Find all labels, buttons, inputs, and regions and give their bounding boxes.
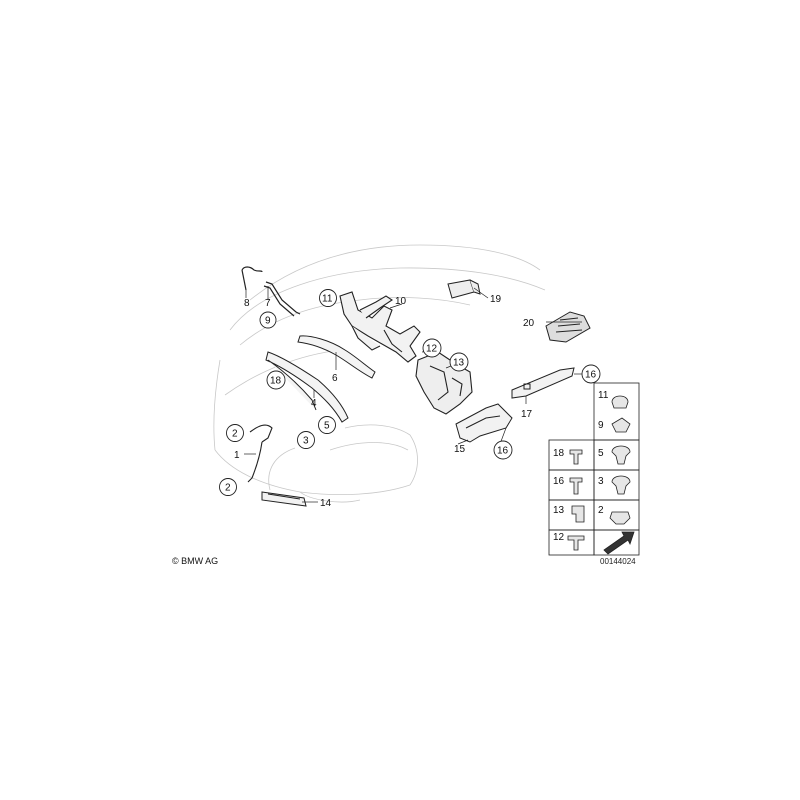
callout-circle-11: [319, 289, 337, 307]
label-15: 15: [454, 444, 466, 455]
fastener-2-nut: [609, 511, 631, 525]
legend-cell-arrow: [593, 529, 640, 556]
label-2a: 2: [232, 429, 238, 440]
fastener-9-clip: [611, 417, 631, 433]
legend-label-11: 11: [598, 390, 609, 401]
label-10: 10: [395, 296, 407, 307]
legend-label-2: 2: [598, 505, 604, 516]
copyright-notice: © BMW AG: [172, 556, 219, 566]
fastener-18-screw: [569, 449, 583, 465]
legend-label-16: 16: [553, 476, 565, 487]
label-13: 13: [453, 358, 465, 369]
part-20-filter: [545, 311, 591, 343]
callout-circle-13: [449, 352, 469, 372]
legend-label-18: 18: [553, 448, 565, 459]
part-1-rod: [247, 424, 273, 483]
legend-label-3: 3: [598, 476, 604, 487]
label-6: 6: [332, 373, 338, 384]
part-10-frame: [339, 291, 421, 363]
label-19: 19: [490, 294, 502, 305]
label-18: 18: [270, 376, 282, 387]
legend-label-9: 9: [598, 420, 604, 431]
callout-circle-16-top: [581, 364, 601, 384]
part-19-cover: [447, 279, 481, 299]
callout-circle-5: [318, 416, 336, 434]
callout-circle-12: [422, 338, 442, 358]
label-7: 7: [265, 298, 271, 309]
label-8: 8: [244, 298, 250, 309]
label-14: 14: [320, 498, 332, 509]
fastener-5-rivet: [611, 445, 631, 465]
label-17: 17: [521, 409, 533, 420]
legend-label-5: 5: [598, 448, 604, 459]
part-7-rod: [263, 281, 301, 317]
fastener-legend: 11 9 18 5 16 3 13 2 12: [548, 382, 640, 556]
car-body-outline: [213, 244, 546, 503]
part-14-guide: [261, 491, 307, 507]
diagram-code: 00144024: [600, 557, 636, 566]
label-2b: 2: [225, 483, 231, 494]
callout-circle-3: [297, 431, 315, 449]
fastener-16-screw: [569, 477, 583, 495]
part-8-clip: [241, 266, 263, 291]
label-5: 5: [324, 421, 330, 432]
arrow-icon: [603, 531, 635, 555]
label-16a: 16: [585, 370, 597, 381]
label-16b: 16: [497, 446, 509, 457]
legend-label-13: 13: [553, 505, 565, 516]
callout-circle-2-top: [226, 424, 244, 442]
label-12: 12: [426, 344, 438, 355]
label-1: 1: [234, 450, 240, 461]
callout-circle-18: [266, 370, 286, 390]
part-17-strip: [511, 367, 575, 399]
fastener-12-bolt: [567, 535, 585, 551]
callout-circle-2-bottom: [219, 478, 237, 496]
fastener-3-rivet: [611, 475, 631, 495]
part-15-plate: [455, 403, 513, 443]
label-3: 3: [303, 436, 309, 447]
callout-circle-9: [259, 311, 277, 329]
label-11: 11: [322, 294, 333, 305]
legend-label-12: 12: [553, 532, 565, 543]
label-4: 4: [311, 398, 317, 409]
callouts: 8 7 9 11 10 19 20 12 13 16 17 18 6 4 5 3…: [219, 289, 601, 509]
fastener-13-clip: [571, 505, 585, 523]
callout-circle-16-bottom: [493, 440, 513, 460]
label-9: 9: [265, 316, 271, 327]
label-20: 20: [523, 318, 535, 329]
fastener-11-cap: [611, 395, 629, 409]
part-6-rail: [297, 335, 376, 379]
